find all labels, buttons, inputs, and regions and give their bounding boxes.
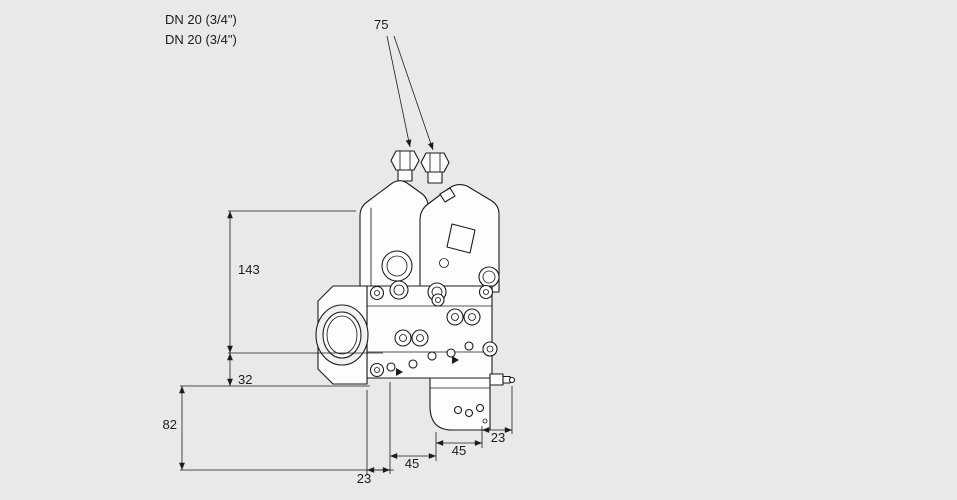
dim-45-left: 45 [405,456,419,471]
inlet-flange [315,285,369,385]
dim-82: 82 [163,417,177,432]
right-solenoid [419,152,500,293]
right-coil-ear [478,266,500,288]
left-coil-ear [381,250,413,282]
test-nozzle [489,373,516,386]
cable-entry [439,187,456,203]
dimension-lines [179,35,513,474]
valve-body [366,280,498,379]
dim-75: 75 [374,17,388,32]
dim-45-right: 45 [452,443,466,458]
left-solenoid [359,150,429,291]
dim-143: 143 [238,262,260,277]
pressure-stage-block [429,377,491,431]
right-hex-cap [420,152,450,173]
left-hex-cap [390,150,420,171]
flow-arrow-icon [396,368,403,376]
pressure-stage [429,377,491,431]
nameplate [446,223,476,254]
left-stem [397,169,413,182]
port-label-top: DN 20 (3/4") [165,12,237,27]
left-valve-collar [389,280,409,300]
flow-arrow-icon [452,356,459,364]
dim-32: 32 [238,372,252,387]
body-face [366,285,493,379]
dimension-labels: DN 20 (3/4") DN 20 (3/4") 75 143 32 82 2… [163,12,506,486]
port-label-bottom: DN 20 (3/4") [165,32,237,47]
dim-23-left: 23 [357,471,371,486]
dim-23-right: 23 [491,430,505,445]
right-stem [427,171,443,184]
